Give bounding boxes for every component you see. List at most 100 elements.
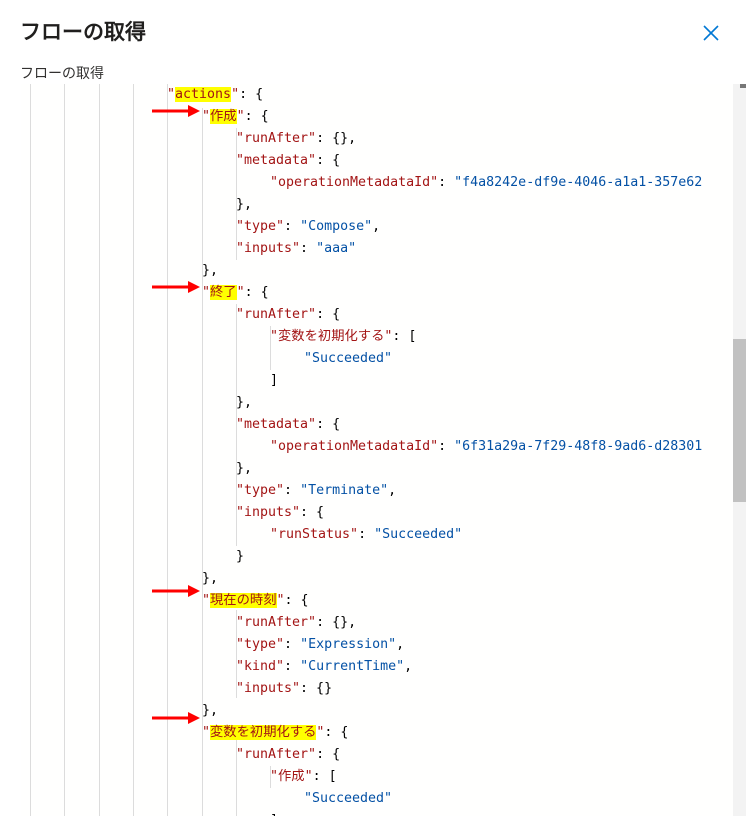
code-token: : {: [239, 87, 264, 102]
code-line: "現在の時刻": {: [202, 590, 309, 612]
code-token: "inputs": [236, 681, 301, 696]
code-line: "Succeeded": [304, 348, 392, 370]
code-line: "作成": {: [202, 106, 269, 128]
red-arrow-icon: [152, 281, 200, 293]
scrollbar-thumb[interactable]: [733, 339, 746, 502]
code-token: "f4a8242e-df9e-4046-a1a1-357e62: [454, 175, 703, 190]
code-line: }: [236, 546, 244, 568]
code-line: "operationMetadataId": "6f31a29a-7f29-48…: [270, 436, 702, 458]
code-token: ": [202, 593, 211, 608]
highlighted-token: 変数を初期化する: [210, 725, 317, 740]
code-token: "metadata": [236, 153, 317, 168]
code-token: },: [202, 263, 219, 278]
code-token: }: [236, 549, 245, 564]
code-token: },: [202, 703, 219, 718]
code-line: "metadata": {: [236, 150, 340, 172]
indent-guide: [202, 108, 203, 816]
code-line: "type": "Compose",: [236, 216, 380, 238]
indent-guide: [99, 84, 100, 816]
code-line: "作成": [: [270, 766, 337, 788]
code-token: ": [202, 285, 211, 300]
code-line: ]: [270, 370, 278, 392]
indent-guide: [270, 766, 271, 788]
code-token: "runStatus": [270, 527, 359, 542]
code-token: :: [438, 439, 455, 454]
code-token: : {: [284, 593, 309, 608]
code-line: },: [236, 194, 252, 216]
code-token: ,: [396, 637, 405, 652]
code-token: ,: [404, 659, 413, 674]
red-arrow-icon: [152, 585, 200, 597]
indent-guide: [236, 172, 237, 194]
code-token: :: [284, 659, 301, 674]
code-line: "runAfter": {},: [236, 128, 356, 150]
code-line: "runAfter": {: [236, 304, 340, 326]
code-line: "type": "Terminate",: [236, 480, 396, 502]
code-token: : {: [324, 725, 349, 740]
highlighted-token: 現在の時刻: [210, 593, 277, 608]
code-token: : {: [316, 153, 341, 168]
red-arrow-icon: [152, 105, 200, 117]
code-token: "6f31a29a-7f29-48f8-9ad6-d28301: [454, 439, 703, 454]
code-line: },: [202, 700, 218, 722]
close-button[interactable]: [700, 22, 722, 44]
highlighted-token: 作成: [210, 109, 237, 124]
indent-guide: [236, 128, 237, 260]
panel-title: フローの取得: [20, 20, 146, 44]
code-line: "runStatus": "Succeeded": [270, 524, 462, 546]
code-token: "operationMetadataId": [270, 439, 439, 454]
code-token: ": [236, 285, 245, 300]
code-token: ]: [270, 373, 279, 388]
code-line: "runAfter": {: [236, 744, 340, 766]
code-token: "Terminate": [300, 483, 389, 498]
code-token: "runAfter": [236, 307, 317, 322]
code-token: : {: [244, 285, 269, 300]
code-token: },: [236, 197, 253, 212]
code-token: ": [202, 109, 211, 124]
code-token: ],: [270, 813, 286, 816]
code-token: "変数を初期化する": [270, 329, 393, 344]
code-token: "operationMetadataId": [270, 175, 439, 190]
code-line: "変数を初期化する": [: [270, 326, 416, 348]
code-token: ": [202, 725, 211, 740]
indent-guide: [236, 610, 237, 698]
code-line: "kind": "CurrentTime",: [236, 656, 412, 678]
code-token: : {: [244, 109, 269, 124]
code-line: "inputs": "aaa": [236, 238, 356, 260]
code-token: },: [236, 461, 253, 476]
code-token: ,: [388, 483, 397, 498]
code-token: : {},: [316, 131, 357, 146]
code-token: "metadata": [236, 417, 317, 432]
code-token: ,: [372, 219, 381, 234]
code-viewer[interactable]: "actions": {"作成": {"runAfter": {},"metad…: [21, 84, 746, 816]
code-token: "作成": [270, 769, 313, 784]
code-line: },: [236, 458, 252, 480]
scroll-up-arrow-icon[interactable]: [740, 84, 746, 88]
indent-guide: [133, 84, 134, 816]
code-token: ": [236, 109, 245, 124]
highlighted-token: 終了: [210, 285, 237, 300]
code-token: : [: [312, 769, 337, 784]
code-token: },: [202, 571, 219, 586]
code-token: : {}: [300, 681, 333, 696]
code-token: "CurrentTime": [300, 659, 405, 674]
code-line: "type": "Expression",: [236, 634, 404, 656]
code-token: "runAfter": [236, 131, 317, 146]
code-token: :: [358, 527, 375, 542]
code-token: : {: [316, 747, 341, 762]
section-label: フローの取得: [20, 66, 104, 82]
code-line: "終了": {: [202, 282, 269, 304]
code-line: ],: [270, 810, 286, 816]
code-line: },: [236, 392, 252, 414]
indent-guide: [30, 84, 31, 816]
close-icon[interactable]: [700, 22, 722, 44]
code-token: "inputs": [236, 505, 301, 520]
code-token: : {},: [316, 615, 357, 630]
code-token: "Succeeded": [374, 527, 463, 542]
code-token: : [: [392, 329, 417, 344]
code-line: "inputs": {: [236, 502, 324, 524]
code-token: "kind": [236, 659, 285, 674]
code-token: ": [231, 87, 240, 102]
indent-guide: [167, 84, 168, 816]
code-token: "Succeeded": [304, 351, 393, 366]
